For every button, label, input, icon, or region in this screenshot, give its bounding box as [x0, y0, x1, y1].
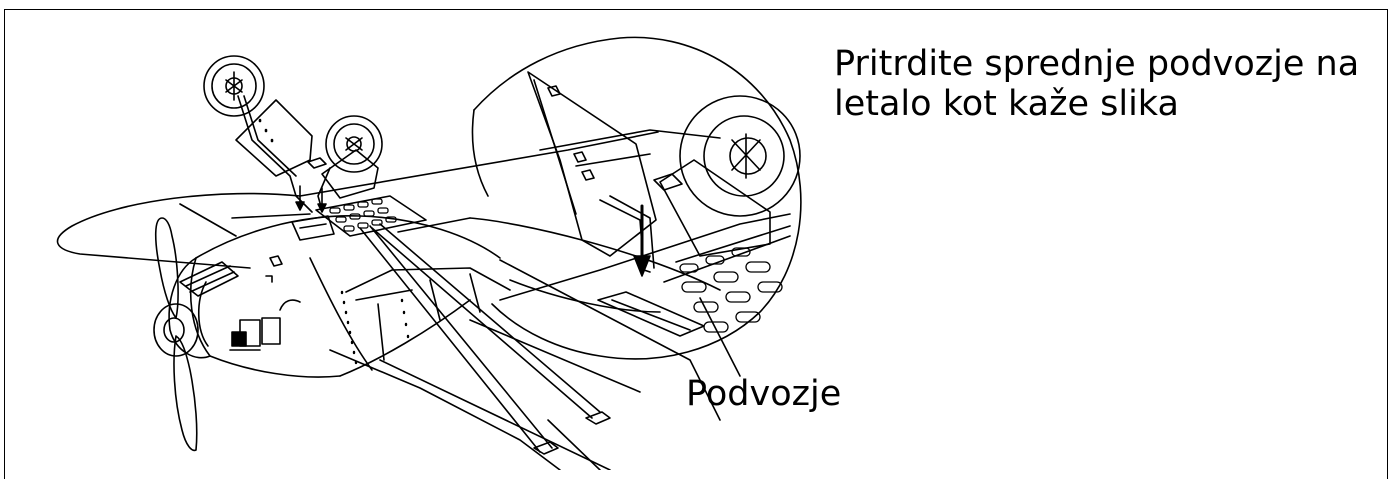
- fuselage: [189, 215, 511, 378]
- engine-cowl: [168, 257, 281, 359]
- detail-magnifier: [471, 36, 802, 377]
- struts: [359, 223, 611, 455]
- callout-label-landing-gear: Podvozje: [686, 374, 842, 414]
- gear-mount-plate: [315, 195, 427, 237]
- left-wing: [56, 192, 311, 269]
- figure-frame: [4, 9, 1388, 479]
- propeller: [153, 217, 199, 452]
- instruction-text: Pritrdite sprednje podvozje na letalo ko…: [834, 44, 1360, 124]
- main-wing: [299, 131, 721, 470]
- landing-gear-main-view: [203, 55, 383, 213]
